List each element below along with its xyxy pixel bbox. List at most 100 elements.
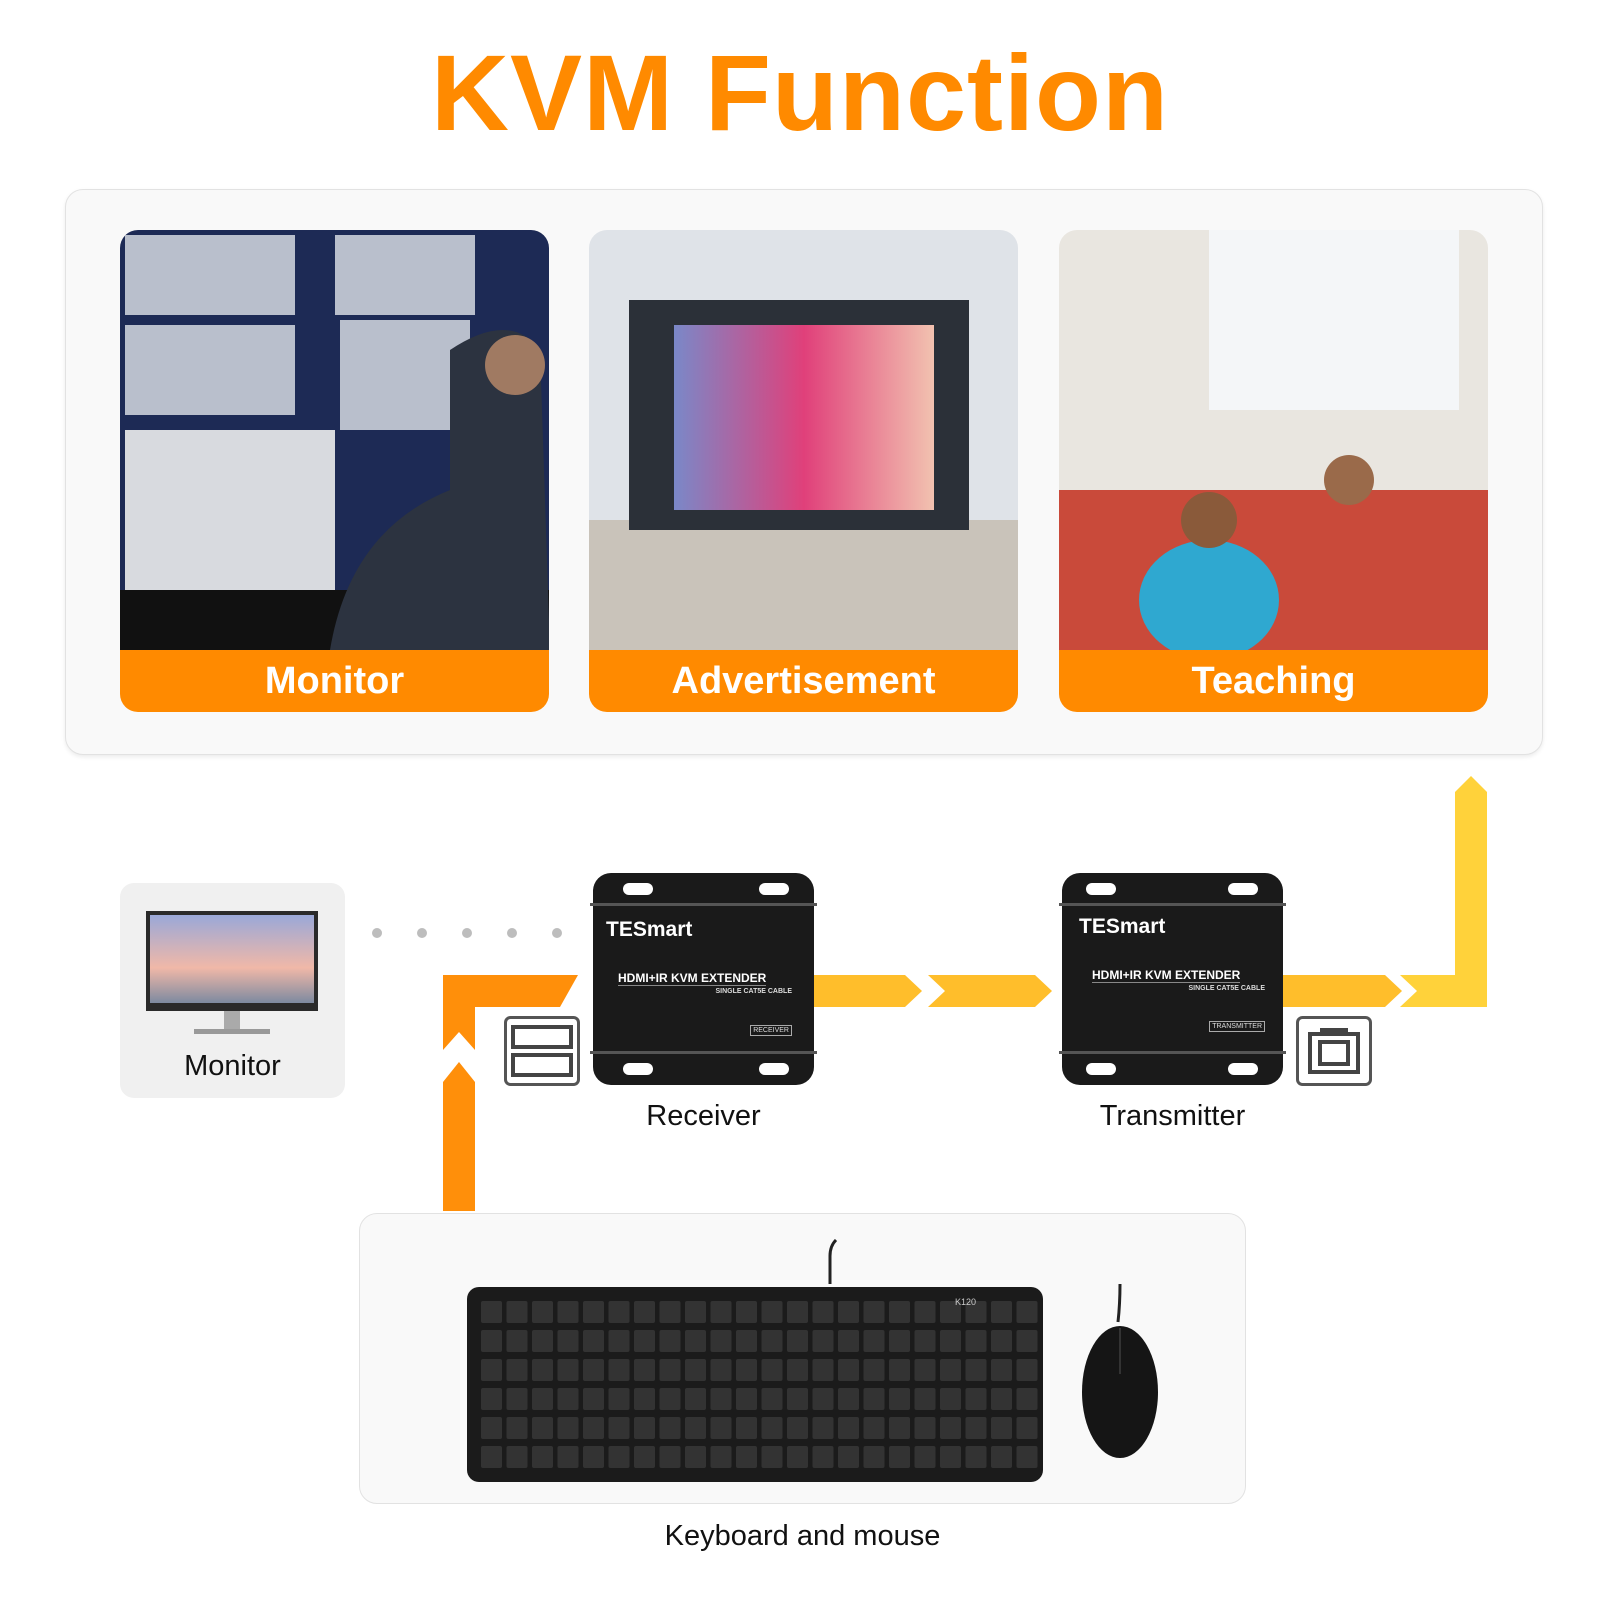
keyboard-key (838, 1446, 859, 1468)
keyboard-key (965, 1417, 987, 1439)
keyboard-key (710, 1417, 732, 1439)
keyboard-key (608, 1417, 630, 1439)
keyboard-key (583, 1446, 604, 1468)
keyboard-key (532, 1446, 553, 1468)
keyboard-key (634, 1359, 655, 1381)
keyboard-key (532, 1359, 553, 1381)
keyboard-key (889, 1446, 910, 1468)
keyboard-key (659, 1359, 681, 1381)
peripherals-panel: K120 (359, 1213, 1246, 1504)
keyboard-key (965, 1330, 987, 1352)
keyboard-key (1016, 1301, 1038, 1323)
keyboard-key (889, 1301, 910, 1323)
keyboard-key (889, 1330, 910, 1352)
keyboard-key (557, 1417, 579, 1439)
keyboard-key (634, 1330, 655, 1352)
transmitter-label: Transmitter (1099, 1100, 1246, 1132)
transmitter-device: TESmart HDMI+IR KVM EXTENDER SINGLE CAT5… (1059, 873, 1286, 1085)
keyboard-key (914, 1301, 936, 1323)
keyboard-key (787, 1359, 808, 1381)
keyboard-key (787, 1446, 808, 1468)
keyboard-key (889, 1359, 910, 1381)
keyboard-key (736, 1388, 757, 1410)
keyboard-key (710, 1446, 732, 1468)
keyboard-key (506, 1417, 528, 1439)
usb-b-port-icon (1296, 1016, 1372, 1086)
keyboard-key (812, 1359, 834, 1381)
monitor-card: Monitor (120, 883, 345, 1098)
keyboard-key (685, 1446, 706, 1468)
keyboard-key (659, 1301, 681, 1323)
keyboard-key (557, 1301, 579, 1323)
keyboard-key (608, 1446, 630, 1468)
keyboard-key (761, 1417, 783, 1439)
page-title: KVM Function (431, 32, 1169, 153)
keyboard-key (812, 1301, 834, 1323)
keyboard-key (812, 1417, 834, 1439)
keyboard-key (863, 1388, 885, 1410)
keyboard-key (1016, 1388, 1038, 1410)
keyboard-key (965, 1446, 987, 1468)
keyboard-key (991, 1359, 1012, 1381)
keyboard-key (557, 1388, 579, 1410)
security-monitoring-photo (120, 230, 549, 650)
connection-dot (372, 928, 382, 938)
usb-a-port-icon (504, 1016, 580, 1086)
keyboard-key (838, 1301, 859, 1323)
keyboard-key (506, 1359, 528, 1381)
keyboard-key (940, 1359, 961, 1381)
keyboard-key (659, 1330, 681, 1352)
mouse-icon (1082, 1284, 1158, 1458)
keyboard-key (965, 1388, 987, 1410)
keyboard-key (863, 1301, 885, 1323)
keyboard-key (608, 1359, 630, 1381)
keyboard-key (583, 1417, 604, 1439)
keyboard-key (557, 1330, 579, 1352)
keyboard-key (583, 1359, 604, 1381)
keyboard-key (481, 1359, 502, 1381)
device-subtitle: SINGLE CAT5E CABLE (715, 988, 793, 995)
keyboard-key (506, 1330, 528, 1352)
keyboard-key (583, 1301, 604, 1323)
keyboard-key (1016, 1330, 1038, 1352)
keyboard-key (914, 1330, 936, 1352)
keyboard-key (710, 1301, 732, 1323)
keyboard-key (812, 1446, 834, 1468)
keyboard-key (940, 1301, 961, 1323)
device-model: HDMI+IR KVM EXTENDER (618, 971, 767, 986)
keyboard-key (838, 1417, 859, 1439)
peripherals-label: Keyboard and mouse (664, 1520, 941, 1552)
keyboard-key (838, 1359, 859, 1381)
connection-dot (552, 928, 562, 938)
keyboard-key (583, 1388, 604, 1410)
yellow-chevrons (814, 776, 1487, 1007)
keyboard-key (710, 1330, 732, 1352)
keyboard-key (965, 1301, 987, 1323)
scenario-card-advertisement: Advertisement (589, 230, 1018, 712)
keyboard-key (685, 1301, 706, 1323)
scenario-label: Teaching (1059, 650, 1488, 712)
keyboard-key (506, 1388, 528, 1410)
keyboard-key (685, 1359, 706, 1381)
keyboard-key (634, 1417, 655, 1439)
keyboard-key (659, 1446, 681, 1468)
receiver-device: TESmart HDMI+IR KVM EXTENDER SINGLE CAT5… (590, 873, 817, 1085)
keyboard-key (634, 1446, 655, 1468)
keyboard-key (914, 1388, 936, 1410)
keyboard-key (914, 1446, 936, 1468)
keyboard-key (1016, 1359, 1038, 1381)
keyboard-key (481, 1417, 502, 1439)
keyboard-key (608, 1330, 630, 1352)
brand-logo: TESmart (606, 918, 693, 941)
keyboard-key (761, 1446, 783, 1468)
connection-dot (417, 928, 427, 938)
keyboard-icon: K120 (467, 1239, 1043, 1482)
keyboard-key (736, 1446, 757, 1468)
scenario-card-monitor: Monitor (120, 230, 549, 712)
keyboard-model: K120 (955, 1297, 976, 1307)
keyboard-key (761, 1330, 783, 1352)
keyboard-key (532, 1330, 553, 1352)
keyboard-key (812, 1330, 834, 1352)
keyboard-key (863, 1446, 885, 1468)
